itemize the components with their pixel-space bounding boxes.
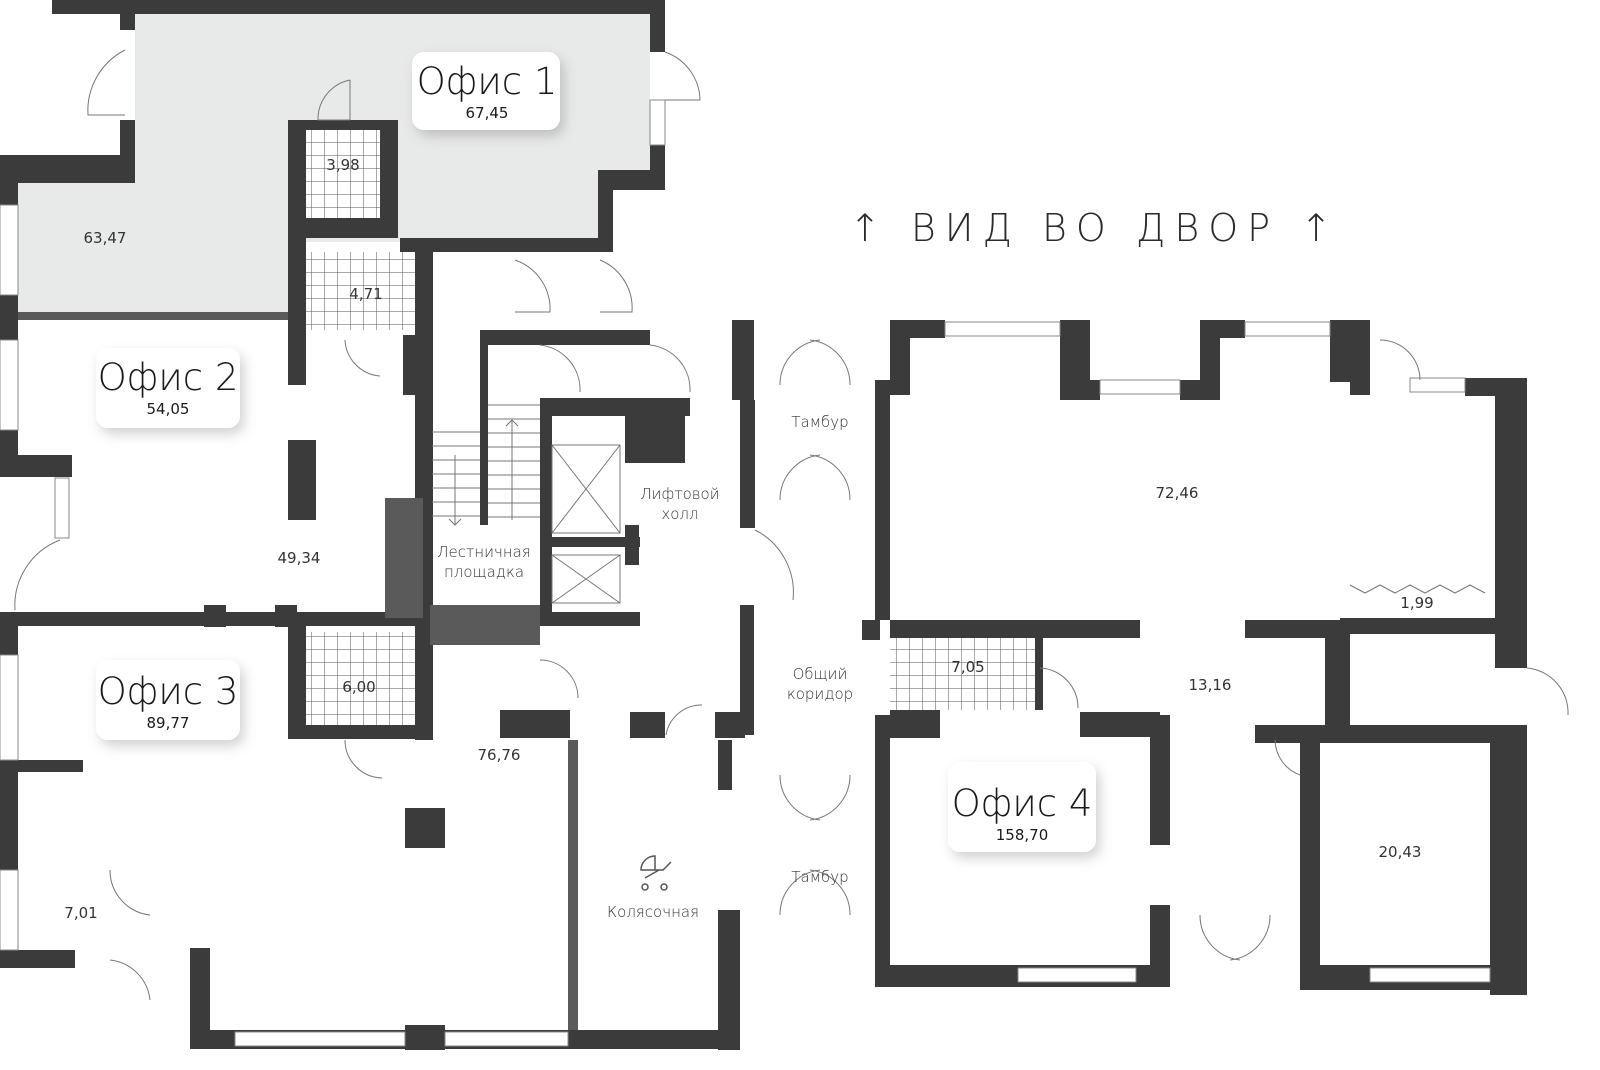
room-area: 76,76 xyxy=(478,746,521,764)
office-area: 89,77 xyxy=(147,714,190,732)
office-name: Офис 1 xyxy=(417,60,558,103)
room-area: 13,16 xyxy=(1189,676,1232,694)
room-area: 3,98 xyxy=(326,156,359,174)
room-area: 4,71 xyxy=(349,285,382,303)
office-name: Офис 4 xyxy=(952,782,1093,825)
view-direction-label: ↑ ВИД ВО ДВОР ↑ xyxy=(849,206,1341,250)
windows xyxy=(0,99,1491,1047)
corridor-label: Общий xyxy=(793,665,848,683)
office-4-badge[interactable]: Офис 4 158,70 xyxy=(948,762,1096,852)
bathroom-tiles xyxy=(305,130,380,218)
walls xyxy=(0,0,1527,1050)
office-2-badge[interactable]: Офис 2 54,05 xyxy=(96,348,240,428)
office-area: 67,45 xyxy=(466,104,509,122)
room-area: 49,34 xyxy=(278,549,321,567)
stair-label: площадка xyxy=(444,563,524,581)
lift-hall-label: Лифтовой xyxy=(640,485,719,503)
stair-label: Лестничная xyxy=(437,543,530,561)
office-name: Офис 2 xyxy=(98,356,239,399)
office-area: 54,05 xyxy=(147,400,190,418)
vestibule-label: Тамбур xyxy=(791,413,848,431)
room-area: 72,46 xyxy=(1156,484,1199,502)
room-area: 7,01 xyxy=(64,904,97,922)
vestibule-label: Тамбур xyxy=(791,868,848,886)
room-area: 6,00 xyxy=(342,678,375,696)
bathroom-tiles xyxy=(305,252,415,330)
stroller-icon xyxy=(640,855,672,891)
room-area: 63,47 xyxy=(84,229,127,247)
office-name: Офис 3 xyxy=(98,670,239,713)
office-3-badge[interactable]: Офис 3 89,77 xyxy=(96,660,240,740)
corridor-label: коридор xyxy=(787,685,853,703)
room-area: 7,05 xyxy=(951,658,984,676)
staircase xyxy=(432,404,621,604)
office-area: 158,70 xyxy=(996,826,1049,844)
room-area: 20,43 xyxy=(1379,843,1422,861)
room-area: 1,99 xyxy=(1400,594,1433,612)
lift-hall-label: холл xyxy=(661,505,698,523)
office-1-badge[interactable]: Офис 1 67,45 xyxy=(412,52,560,130)
bathroom-tiles xyxy=(305,632,415,725)
doors xyxy=(14,49,1569,1001)
stroller-room-label: Колясочная xyxy=(607,903,699,921)
